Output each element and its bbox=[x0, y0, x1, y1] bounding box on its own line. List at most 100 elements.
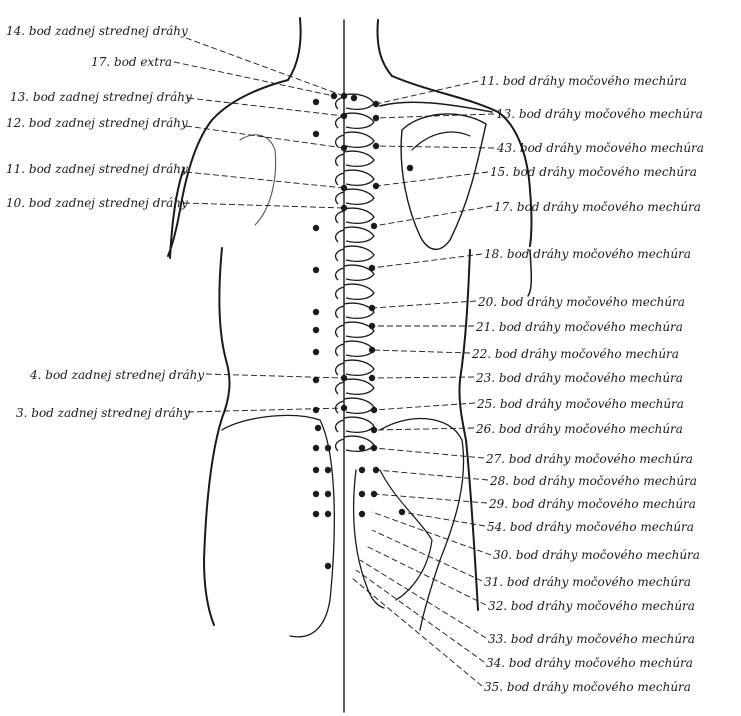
arm-right-outline bbox=[527, 249, 533, 297]
vertebra bbox=[334, 229, 345, 243]
acupoint-dot bbox=[370, 222, 378, 230]
acupoint-dot bbox=[340, 404, 348, 412]
vertebra bbox=[343, 302, 375, 319]
label-bl54: 54. bod dráhy močového mechúra bbox=[487, 520, 694, 534]
acupoint-dot bbox=[368, 374, 376, 382]
label-gv12: 12. bod zadnej strednej dráhy bbox=[6, 116, 188, 130]
label-bl34: 34. bod dráhy močového mechúra bbox=[486, 656, 693, 670]
vertebra bbox=[343, 169, 375, 186]
label-ex17: 17. bod extra bbox=[91, 55, 172, 69]
acupoint-dot bbox=[312, 326, 320, 334]
leader-line bbox=[351, 577, 483, 687]
vertebra bbox=[343, 397, 375, 414]
label-gv13: 13. bod zadnej strednej dráhy bbox=[10, 90, 192, 104]
acupoint-dot bbox=[358, 510, 366, 518]
acupoint-dot bbox=[372, 114, 380, 122]
vertebra bbox=[343, 264, 375, 281]
leader-line bbox=[187, 407, 345, 413]
acupoint-dot bbox=[324, 490, 332, 498]
label-bl21: 21. bod dráhy močového mechúra bbox=[476, 320, 683, 334]
leader-line bbox=[173, 61, 335, 97]
leader-line bbox=[371, 349, 471, 354]
torso-right-outline bbox=[458, 249, 479, 611]
sacrum-outline bbox=[353, 469, 385, 609]
acupoint-dot bbox=[358, 466, 366, 474]
acupoint-dot bbox=[372, 466, 380, 474]
acupoint-dot bbox=[312, 490, 320, 498]
acupoint-dot bbox=[372, 182, 380, 190]
vertebra bbox=[343, 378, 375, 395]
label-bl43: 43. bod dráhy močového mechúra bbox=[497, 141, 704, 155]
leader-line bbox=[373, 447, 485, 459]
label-gv4: 4. bod zadnej strednej dráhy bbox=[30, 368, 205, 382]
vertebra bbox=[343, 112, 375, 129]
acupoint-dot bbox=[312, 510, 320, 518]
vertebra bbox=[334, 400, 345, 414]
acupoint-dot bbox=[312, 444, 320, 452]
label-bl28: 28. bod dráhy močového mechúra bbox=[490, 474, 697, 488]
vertebra bbox=[334, 305, 345, 319]
acupoint-dot bbox=[370, 406, 378, 414]
shoulder-right-outline bbox=[391, 75, 533, 247]
vertebra bbox=[334, 324, 345, 338]
acupoint-dot bbox=[372, 100, 380, 108]
vertebra bbox=[334, 419, 345, 433]
leader-line bbox=[365, 545, 487, 606]
vertebra bbox=[343, 131, 375, 148]
acupoint-dot bbox=[312, 466, 320, 474]
label-bl23: 23. bod dráhy močového mechúra bbox=[476, 371, 683, 385]
leader-line bbox=[205, 373, 345, 379]
acupoint-dot bbox=[312, 98, 320, 106]
acupoint-dot bbox=[398, 508, 406, 516]
label-gv10: 10. bod zadnej strednej dráhy bbox=[6, 196, 188, 210]
vertebra bbox=[334, 153, 345, 167]
arm-left-outline bbox=[169, 167, 185, 259]
acupoint-dot bbox=[340, 204, 348, 212]
label-bl17: 17. bod dráhy močového mechúra bbox=[494, 200, 701, 214]
leader-line bbox=[373, 205, 493, 227]
shoulder-left-outline bbox=[167, 79, 289, 257]
acupoint-dot bbox=[370, 444, 378, 452]
acupoint-dot bbox=[368, 264, 376, 272]
leader-line bbox=[371, 300, 477, 309]
leader-line bbox=[373, 493, 488, 504]
vertebra bbox=[334, 343, 345, 357]
acupoint-dot bbox=[324, 444, 332, 452]
leader-line bbox=[371, 529, 483, 582]
acupoint-dot bbox=[312, 130, 320, 138]
label-bl13: 13. bod dráhy močového mechúra bbox=[496, 107, 703, 121]
acupoint-dot bbox=[312, 376, 320, 384]
leader-line bbox=[375, 171, 489, 187]
label-gv11: 11. bod zadnej strednej dráhy bbox=[6, 162, 188, 176]
leader-line bbox=[371, 511, 492, 556]
label-gv3: 3. bod zadnej strednej dráhy bbox=[16, 406, 191, 420]
vertebra bbox=[343, 359, 375, 376]
label-bl20: 20. bod dráhy močového mechúra bbox=[478, 295, 685, 309]
acupoint-dot bbox=[314, 424, 322, 432]
vertebra bbox=[334, 191, 345, 205]
vertebra bbox=[334, 248, 345, 262]
acupoint-dot bbox=[350, 94, 358, 102]
vertebra bbox=[343, 207, 375, 224]
leader-line bbox=[185, 171, 345, 189]
acupoint-dot bbox=[330, 92, 338, 100]
label-bl32: 32. bod dráhy močového mechúra bbox=[488, 599, 695, 613]
leader-line bbox=[183, 202, 345, 209]
acupoint-dot bbox=[358, 490, 366, 498]
scapula-right-inner bbox=[411, 131, 471, 151]
vertebra bbox=[334, 210, 345, 224]
leader-line bbox=[373, 427, 475, 431]
acupoint-dot bbox=[368, 304, 376, 312]
label-bl18: 18. bod dráhy močového mechúra bbox=[484, 247, 691, 261]
label-bl30: 30. bod dráhy močového mechúra bbox=[493, 548, 700, 562]
acupoint-dot bbox=[406, 164, 414, 172]
acupoint-dot bbox=[312, 406, 320, 414]
acupoint-dot bbox=[324, 510, 332, 518]
vertebra bbox=[343, 416, 375, 433]
acupoint-dot bbox=[368, 322, 376, 330]
acupoint-dot bbox=[312, 266, 320, 274]
leader-line bbox=[375, 113, 495, 119]
pelvis-right-inner bbox=[379, 469, 433, 601]
